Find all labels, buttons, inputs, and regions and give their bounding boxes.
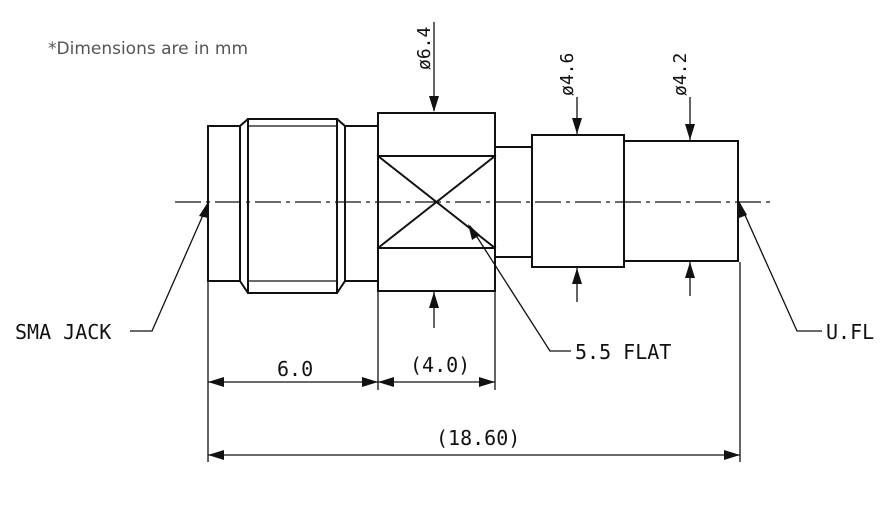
d64-arrow-top [429,96,439,112]
sma-jack-arrow [199,202,208,218]
dim-6-arrow-left [208,377,224,387]
dim-total-arrow-left [208,450,224,460]
body-d46 [531,134,625,268]
dim-4-label: (4.0) [410,353,470,377]
ufl-label: U.FL [826,320,874,344]
sma-sleeve-right [344,125,379,282]
diameter-d64-label: ø6.4 [414,27,435,70]
dim-total-label: (18.60) [436,426,520,450]
dim-4-arrow-right [479,377,495,387]
ufl-arrow [739,201,747,218]
units-note: *Dimensions are in mm [48,39,248,59]
ufl-end [623,140,739,262]
d42-arrow-bottom [685,262,695,278]
sma-jack-label: SMA JACK [15,320,111,344]
flat-leader [469,225,571,352]
d42-arrow-top [685,124,695,140]
flat-cross-b [376,154,497,250]
ufl-leader [739,203,822,332]
dim-6-label: 6.0 [277,357,313,381]
flat-arrow [468,224,480,240]
dim-total-arrow-right [724,450,740,460]
dim-6-arrow-right [362,377,378,387]
diameter-d46-label: ø4.6 [557,53,578,96]
sma-coupling-nut [239,118,346,294]
sma-jack-leader [130,205,208,332]
diameter-d42-label: ø4.2 [670,53,691,96]
d46-arrow-top [572,118,582,134]
d46-arrow-bottom [572,268,582,284]
flat-label: 5.5 FLAT [575,340,671,364]
sma-sleeve-left [207,125,241,282]
d64-arrow-bottom [429,292,439,308]
dim-4-arrow-left [378,377,394,387]
